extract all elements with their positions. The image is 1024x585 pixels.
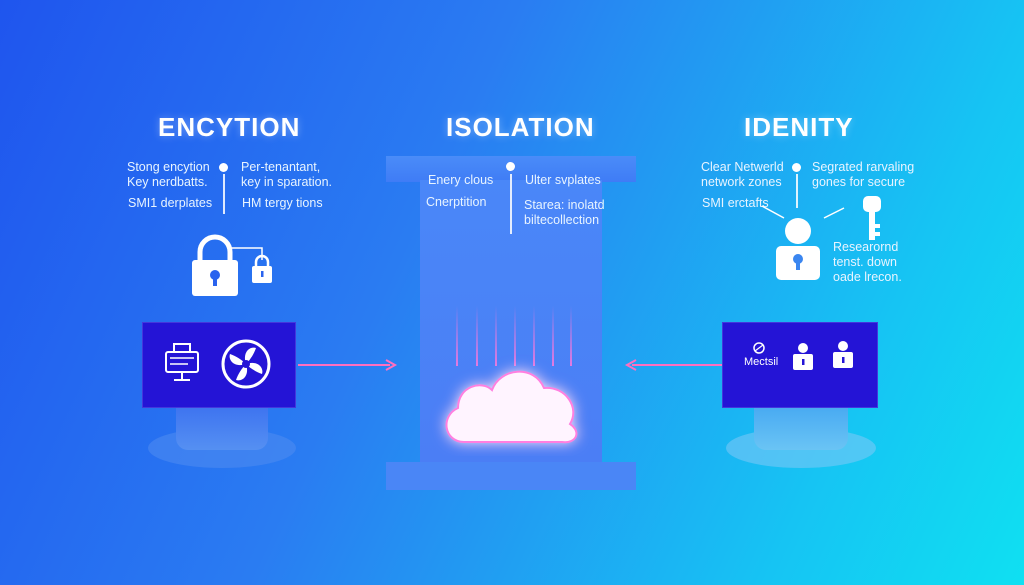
identity-note-3: SMI erctafts <box>702 196 769 210</box>
identity-note-2: Segrated rarvaling gones for secure <box>812 160 914 190</box>
isolation-heading: ISOLATION <box>446 112 595 142</box>
arrow-right-icon <box>385 359 398 371</box>
encryption-note-2-line-2: key in sparation. <box>241 175 333 189</box>
isolation-note-4-line-1: Starea: inolatd <box>524 198 605 212</box>
encryption-pedestal-stem <box>176 400 268 450</box>
encryption-heading: ENCYTION <box>158 112 301 142</box>
isolation-note-1: Enery clous <box>428 173 494 187</box>
isolation-note-4: Starea: inolatd biltecollection <box>524 198 605 228</box>
encryption-note-1-line-1: Stong encytion <box>127 160 210 174</box>
encryption-note-2-line-1: Per-tenantant, <box>241 160 321 174</box>
encryption-note-3: SMI1 derplates <box>128 196 213 210</box>
identity-note-2-line-1: Segrated rarvaling <box>812 160 915 174</box>
identity-heading: IDENITY <box>744 112 854 142</box>
identity-note-2-line-2: gones for secure <box>812 175 906 189</box>
identity-connector-arrow <box>761 205 785 219</box>
isolation-beam <box>514 306 516 366</box>
identity-note-1-line-2: network zones <box>701 175 782 189</box>
key-icon <box>863 196 881 240</box>
encryption-note-1: Stong encytion Key nerdbatts. <box>127 160 210 190</box>
isolation-beam <box>456 306 458 366</box>
monitor-icon <box>165 343 199 381</box>
encryption-note-4: HM tergy tions <box>242 196 323 210</box>
identity-note-1-line-1: Clear Netwerld <box>701 160 784 174</box>
encryption-note-1-line-2: Key nerdbatts. <box>127 175 208 189</box>
isolation-note-4-line-2: biltecollection <box>524 213 600 227</box>
isolation-note-2: Ulter svplates <box>525 173 601 187</box>
isolation-connector-dot <box>506 162 515 171</box>
identity-note-4-line-3: oade lrecon. <box>833 270 902 284</box>
isolation-beam <box>533 306 535 366</box>
encryption-panel <box>142 322 296 408</box>
identity-connector-dot <box>792 163 801 172</box>
encryption-note-2: Per-tenantant, key in sparation. <box>241 160 332 190</box>
identity-to-isolation-arrow <box>632 364 722 366</box>
isolation-connector-line <box>510 174 512 234</box>
encryption-connector-line <box>223 174 225 214</box>
identity-panel-label: Mectsil <box>744 356 779 368</box>
small-padlock-icon <box>252 254 272 283</box>
isolation-beam <box>552 306 554 366</box>
encryption-to-isolation-arrow <box>298 364 390 366</box>
identity-note-1: Clear Netwerld network zones <box>701 160 784 190</box>
small-badge-icon <box>753 342 765 354</box>
identity-note-4-line-1: Researornd <box>833 240 899 254</box>
user-lock-small-icon <box>793 343 813 370</box>
isolation-pillar-base <box>386 462 636 490</box>
identity-connector-line <box>796 174 798 208</box>
identity-panel: Mectsil <box>722 322 878 408</box>
isolation-beam <box>570 306 572 366</box>
user-lock-small-icon <box>833 341 853 368</box>
identity-pedestal-stem <box>754 400 848 450</box>
user-lock-icon <box>776 218 820 280</box>
isolation-note-3: Cnerptition <box>426 195 487 209</box>
identity-note-4: Researornd tenst. down oade lrecon. <box>833 240 902 285</box>
isolation-beam <box>495 306 497 366</box>
arrow-left-icon <box>624 359 637 371</box>
cloud-icon <box>445 370 578 444</box>
identity-connector-arrow <box>823 207 845 219</box>
identity-note-4-line-2: tenst. down <box>833 255 897 269</box>
fan-icon <box>221 339 271 389</box>
isolation-beam <box>476 306 478 366</box>
encryption-connector-dot <box>219 163 228 172</box>
